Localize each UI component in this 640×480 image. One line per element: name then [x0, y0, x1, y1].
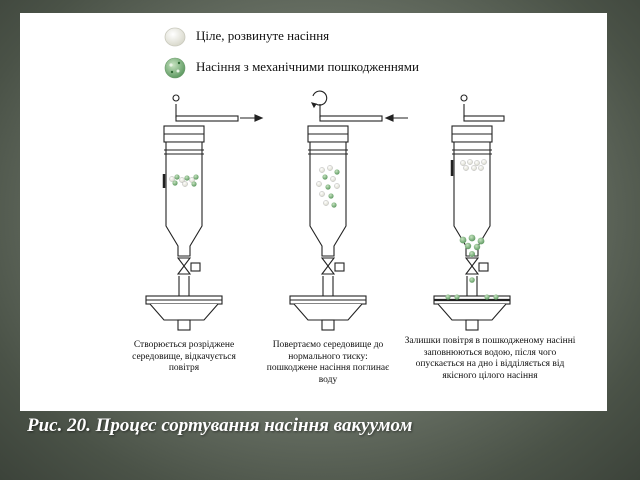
apparatus-step-1 [145, 94, 239, 331]
apparatus-step-3 [433, 94, 511, 331]
seed-cluster-step-3-top [460, 159, 487, 171]
healthy-seed-legend-label: Ціле, розвинуте насіння [196, 28, 330, 43]
damaged-seed-legend-label: Насіння з механічними пошкодженнями [196, 59, 419, 74]
step-3-caption: Залишки повітря в пошкодженому насінні з… [404, 336, 576, 381]
apparatus-step-2 [289, 90, 383, 331]
arrow-in-icon [384, 114, 408, 122]
healthy-seed-legend-icon [164, 27, 186, 47]
step-1-caption: Створюється розріджене середовище, відка… [132, 340, 236, 373]
seed-cluster-step-1 [169, 174, 199, 187]
damaged-seed-legend-icon [164, 57, 186, 79]
step-2-caption: Повертаємо середовище до нормального тис… [266, 340, 390, 385]
seed-cluster-step-2 [316, 165, 340, 208]
seed-cluster-step-3-bottom [445, 234, 499, 300]
figure-caption: Рис. 20. Процес сортування насіння вакуу… [27, 415, 413, 436]
arrow-out-icon [240, 114, 264, 122]
